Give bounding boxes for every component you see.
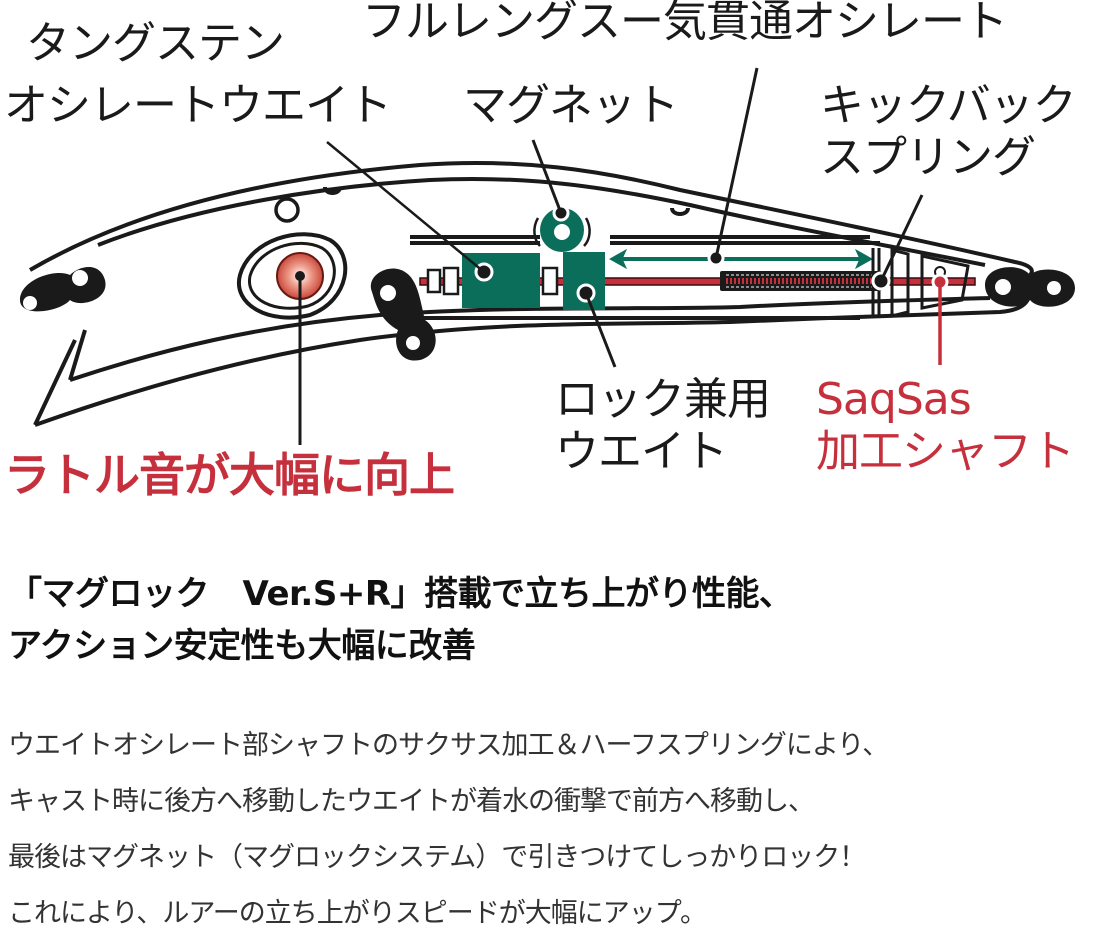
label-rattle-improvement: ラトル音が大幅に向上 <box>4 448 455 502</box>
description-line1: ウエイトオシレート部シャフトのサクサス加工＆ハーフスプリングにより、 <box>8 730 889 761</box>
line-eye-front-icon <box>20 266 106 312</box>
feature-description: ウエイトオシレート部シャフトのサクサス加工＆ハーフスプリングにより、 キャスト時… <box>8 718 889 942</box>
leader-lines <box>298 67 924 445</box>
lure-cutaway-illustration <box>20 67 1075 445</box>
label-saqsas-line2: 加工シャフト <box>816 426 1075 477</box>
label-lock-weight-line1: ロック兼用 <box>555 374 771 425</box>
label-kickback-line1: キックバック <box>820 80 1077 131</box>
oscillation-arrow-icon <box>608 248 874 270</box>
label-kickback-line2: スプリング <box>820 132 1036 183</box>
headline-line2: アクション安定性も大幅に改善 <box>8 626 476 666</box>
body-hole-icon <box>274 197 300 223</box>
tungsten-weight <box>462 253 540 308</box>
rattle-chamber <box>236 232 348 320</box>
tail-hook-eye-icon <box>985 267 1075 307</box>
kickback-spring <box>720 271 882 291</box>
saqsas-shaft <box>419 277 976 286</box>
lure-body-outline <box>28 161 1034 427</box>
description-line2: キャスト時に後方へ移動したウエイトが着水の衝撃で前方へ移動し、 <box>8 786 815 817</box>
feature-headline: 「マグロック Ver.S+R」搭載で立ち上がり性能、 アクション安定性も大幅に改… <box>8 568 793 672</box>
label-magnet: マグネット <box>463 80 679 131</box>
belly-hook-eye-icon <box>370 268 436 361</box>
label-full-length-shaft: フルレングスー気貫通オシレート <box>362 0 1008 47</box>
description-line3: 最後はマグネット（マグロックシステム）で引きつけてしっかりロック！ <box>8 842 866 873</box>
headline-line1: 「マグロック Ver.S+R」搭載で立ち上がり性能、 <box>8 574 793 614</box>
label-lock-weight-line2: ウエイト <box>555 426 728 477</box>
lure-internal-diagram: タングステン オシレートウエイト フルレングスー気貫通オシレート マグネット キ… <box>4 0 1077 502</box>
description-line4: これにより、ルアーの立ち上がりスピードが大幅にアップ。 <box>8 898 707 929</box>
label-saqsas-line1: SaqSas <box>816 374 972 425</box>
magnet-icon <box>533 204 591 252</box>
label-tungsten-line2: オシレートウエイト <box>4 80 392 131</box>
label-tungsten-line1: タングステン <box>26 18 285 69</box>
